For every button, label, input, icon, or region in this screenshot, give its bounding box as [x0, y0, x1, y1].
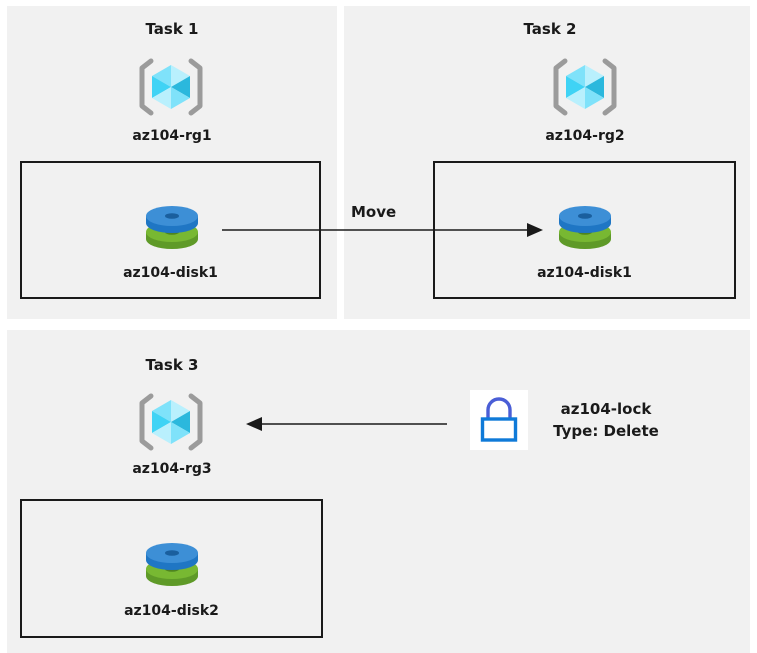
padlock-icon — [477, 396, 521, 444]
managed-disk-icon — [140, 196, 204, 256]
resource-label: az104-disk1 — [537, 265, 632, 281]
move-arrow-label: Move — [351, 203, 397, 221]
resource-group-label: az104-rg1 — [132, 128, 212, 144]
task-1-title: Task 1 — [145, 20, 199, 38]
managed-disk-icon — [553, 196, 617, 256]
task-2-title: Task 2 — [523, 20, 577, 38]
task-3-title: Task 3 — [145, 356, 199, 374]
resource-group-label: az104-rg3 — [132, 461, 212, 477]
resource-group-cube-icon — [136, 391, 206, 453]
lock-type: Type: Delete — [553, 422, 659, 440]
resource-group-cube-icon — [550, 56, 620, 118]
resource-label: az104-disk1 — [123, 265, 218, 281]
resource-label: az104-disk2 — [124, 603, 219, 619]
resource-group-cube-icon — [136, 56, 206, 118]
managed-disk-icon — [140, 533, 204, 593]
resource-group-label: az104-rg2 — [545, 128, 625, 144]
lock-annotation-text: az104-lock Type: Delete — [536, 398, 716, 442]
lock-name: az104-lock — [560, 400, 652, 418]
